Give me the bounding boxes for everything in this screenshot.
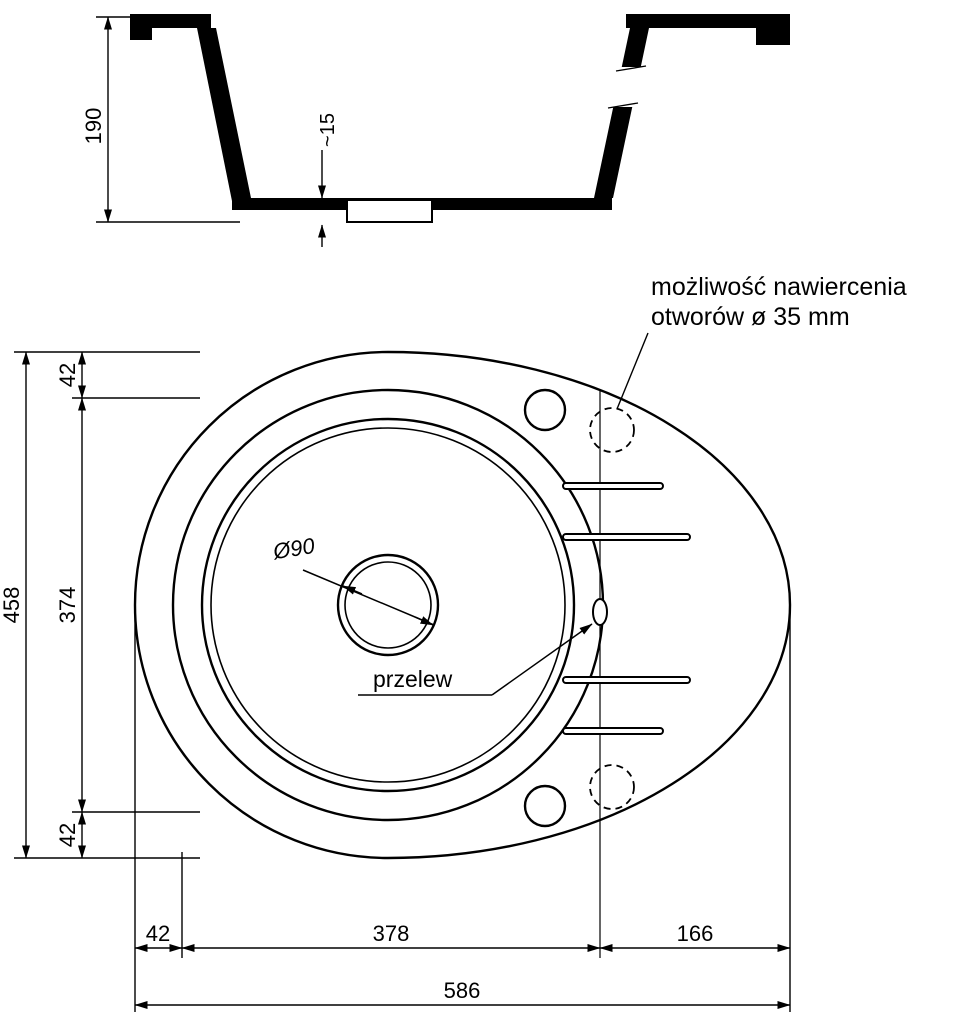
drain-recess [346,199,433,223]
groove-4 [562,727,664,735]
wall-break-line-bottom [607,102,639,109]
groove-2 [562,533,691,541]
dim-right-section-label: 166 [677,921,714,946]
bowl-rim-inner2 [210,427,566,783]
dim-overall-width-label: 586 [444,978,481,1003]
sink-outline [133,350,792,860]
drill-note-line1: możliwość nawiercenia [651,273,907,301]
drill-note-leader [616,332,649,410]
wall-right [594,28,649,198]
drain-diameter-leader [302,569,435,626]
dim-overall-height-label: 458 [0,587,24,624]
groove-3 [562,676,691,684]
flange-left [130,14,211,40]
drain-diameter-arrow-left [342,585,363,595]
drain-inner-circle [344,561,432,649]
overflow-leader-arrow [491,623,593,696]
bottom-dimensions: 42 378 166 586 [134,610,791,1012]
drill-hole-top-dashed [589,407,635,453]
groove-1 [562,482,664,490]
drain-diameter-arrow-right [414,616,434,626]
wall-break-line-top [615,65,647,72]
dim-left-offset-label: 42 [146,921,170,946]
top-view: Ø90 przelew możliwość nawiercenia otworó… [133,273,907,958]
wall-break [610,67,644,107]
dim-top-offset-label: 42 [55,363,80,387]
dim-middle-height-label: 374 [55,587,80,624]
dim-bowl-width-label: 378 [373,921,410,946]
drill-note-line2: otworów ø 35 mm [651,303,850,331]
dim-bottom-offset-label: 42 [55,823,80,847]
deck-right [626,14,790,45]
dim-thickness-label: ~15 [317,113,339,147]
left-dimensions: 458 42 374 42 [0,351,200,859]
wall-left [197,28,251,201]
faucet-hole-bottom [523,784,567,828]
overflow-ellipse [592,598,608,626]
faucet-hole-top [523,388,567,432]
cross-section-view: 190 ~15 [81,14,790,247]
dim-depth-label: 190 [81,108,106,145]
overflow-label: przelew [373,666,453,692]
bowl-rim-inner [200,417,576,793]
drill-hole-bottom-dashed [589,764,635,810]
